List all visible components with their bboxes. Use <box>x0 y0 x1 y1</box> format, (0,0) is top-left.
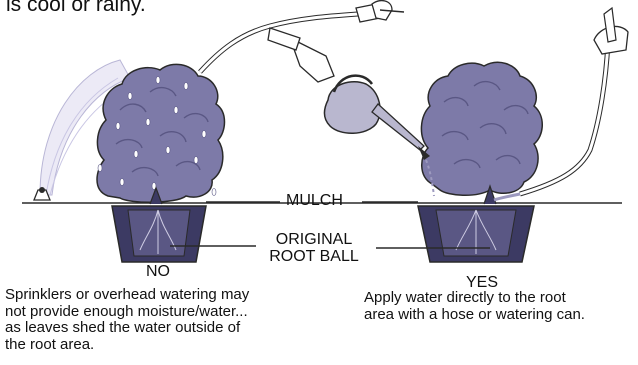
no-caption-line: as leaves shed the water outside of <box>5 320 335 337</box>
no-caption: Sprinklers or overhead watering may not … <box>5 287 335 353</box>
no-caption-line: the root area. <box>5 337 335 354</box>
watering-can <box>268 28 434 196</box>
yes-caption: Apply water directly to the root area wi… <box>364 290 634 323</box>
yes-caption-line: Apply water directly to the root <box>364 290 634 307</box>
mulch-label: MULCH <box>286 193 343 209</box>
header-text: is cool or rainy. <box>6 0 146 15</box>
no-label: NO <box>146 264 170 280</box>
no-caption-line: not provide enough moisture/water... <box>5 304 335 321</box>
right-shrub-foliage <box>421 62 542 195</box>
original-root-ball-label-line2: ROOT BALL <box>269 248 359 265</box>
right-root-ball <box>418 206 534 262</box>
left-root-ball <box>112 206 206 262</box>
original-root-ball-label-line1: ORIGINAL <box>276 231 352 248</box>
yes-caption-line: area with a hose or watering can. <box>364 307 634 324</box>
original-root-ball-label: ORIGINAL ROOT BALL <box>252 231 376 265</box>
no-caption-line: Sprinklers or overhead watering may <box>5 287 335 304</box>
